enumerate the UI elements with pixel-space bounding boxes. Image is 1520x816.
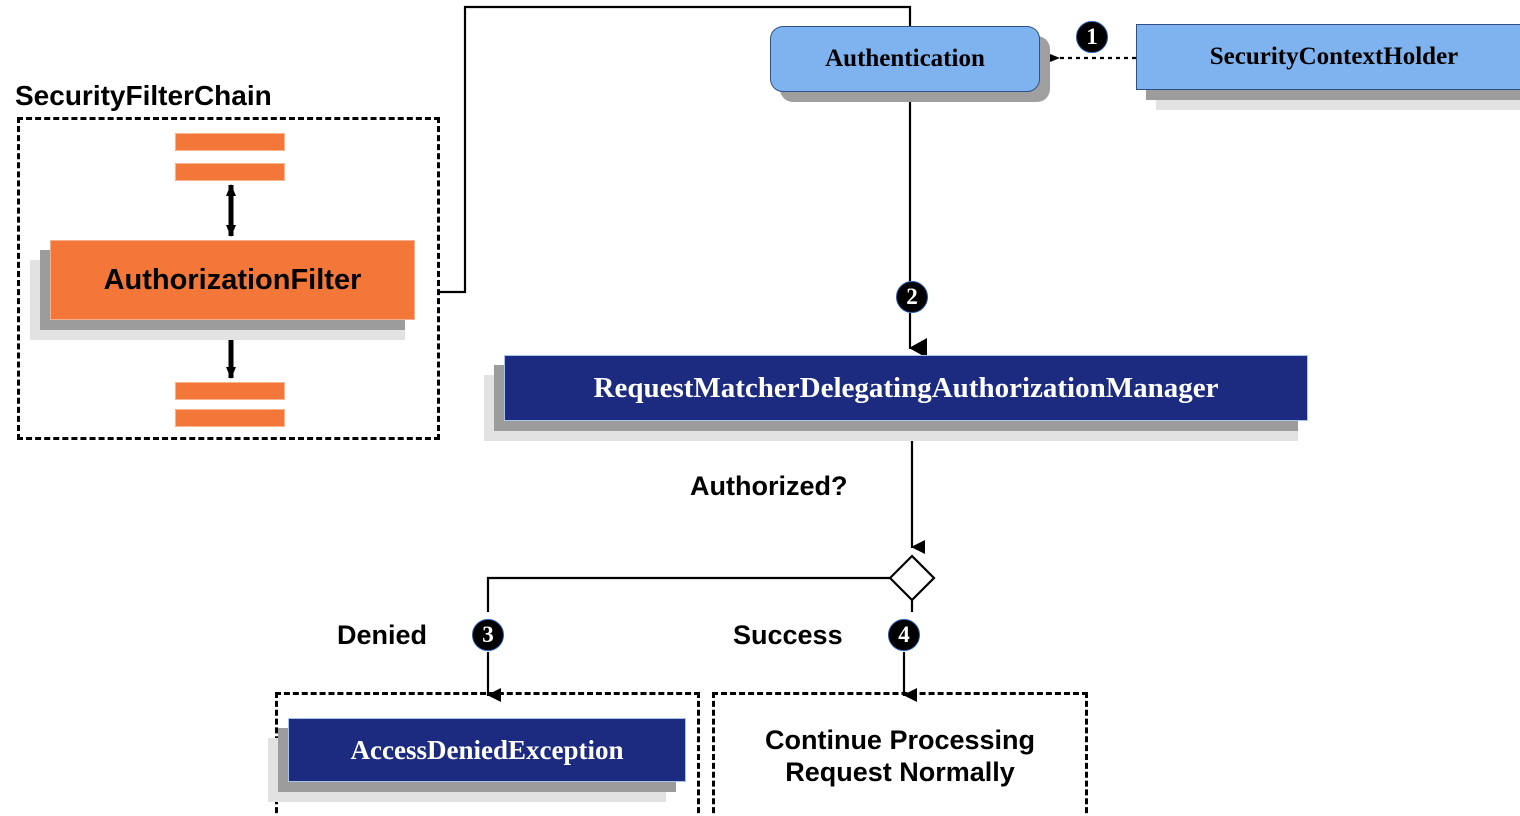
edge-success-branch [902, 600, 917, 702]
step-badge-2: 2 [896, 281, 928, 313]
authorization-filter-node[interactable]: AuthorizationFilter [50, 240, 415, 320]
success-edge-label: Success [733, 620, 843, 650]
authorized-question-label: Authorized? [690, 471, 848, 501]
decision-diamond [888, 554, 936, 602]
authentication-node[interactable]: Authentication [770, 26, 1040, 92]
step-badge-3: 3 [472, 619, 504, 651]
continue-processing-node: Continue Processing Request Normally [712, 692, 1088, 816]
filter-bar-top-1 [175, 133, 285, 151]
security-context-holder-node[interactable]: SecurityContextHolder [1136, 24, 1520, 90]
security-filter-chain-container [17, 117, 440, 440]
security-filter-chain-label: SecurityFilterChain [15, 80, 272, 111]
continue-processing-line-1: Continue Processing [764, 725, 1036, 756]
access-denied-exception-node[interactable]: AccessDeniedException [288, 718, 686, 782]
step-badge-1: 1 [1076, 21, 1108, 53]
filter-bar-top-2 [175, 163, 285, 181]
step-badge-4: 4 [888, 619, 920, 651]
success-container [712, 692, 1088, 816]
edge-denied-branch [486, 576, 890, 702]
filter-bar-bottom-1 [175, 382, 285, 400]
authorization-manager-node[interactable]: RequestMatcherDelegatingAuthorizationMan… [504, 355, 1308, 421]
filter-bar-bottom-2 [175, 409, 285, 427]
denied-edge-label: Denied [337, 620, 428, 650]
continue-processing-line-2: Request Normally [785, 757, 1015, 787]
